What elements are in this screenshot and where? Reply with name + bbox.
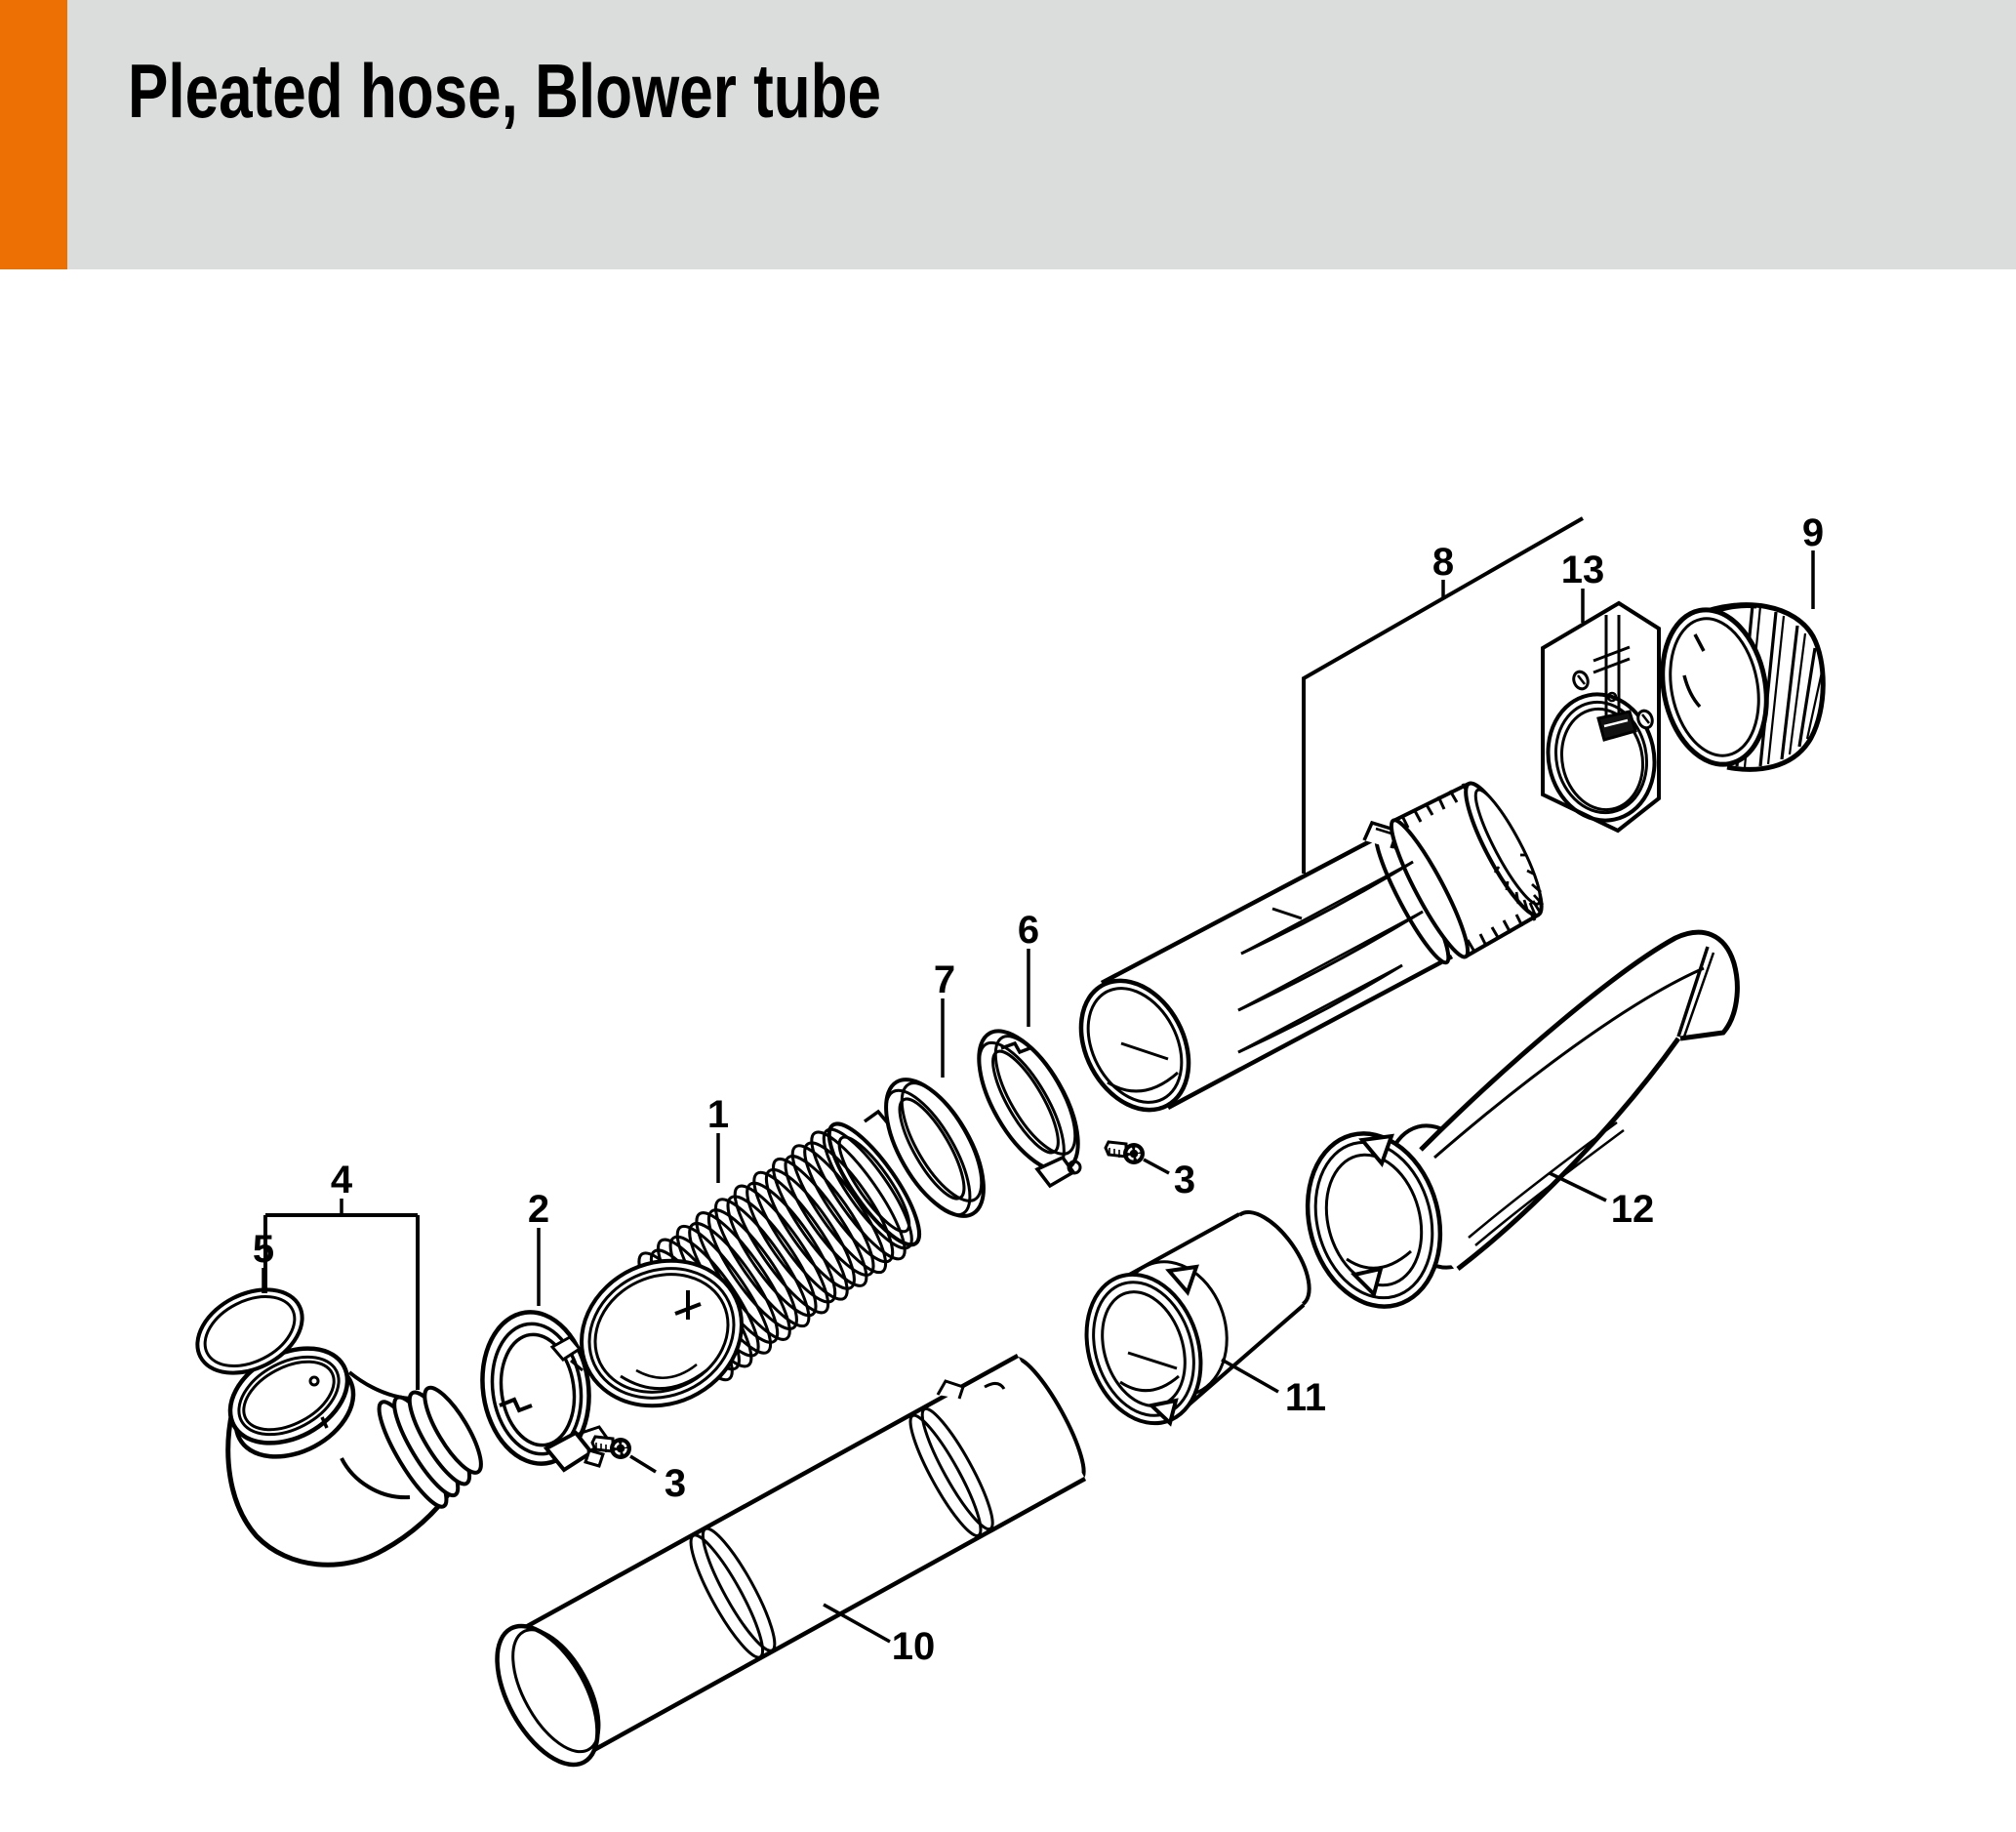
svg-text:11: 11 xyxy=(1285,1376,1326,1419)
svg-text:3: 3 xyxy=(665,1462,686,1505)
svg-text:4: 4 xyxy=(331,1159,353,1201)
svg-text:5: 5 xyxy=(253,1228,274,1271)
svg-text:7: 7 xyxy=(934,958,955,1001)
svg-text:6: 6 xyxy=(1018,909,1039,952)
svg-text:12: 12 xyxy=(1611,1188,1655,1231)
svg-text:8: 8 xyxy=(1432,541,1454,584)
svg-text:2: 2 xyxy=(528,1188,549,1231)
svg-text:10: 10 xyxy=(892,1625,936,1668)
svg-text:1: 1 xyxy=(707,1093,729,1136)
svg-text:3: 3 xyxy=(1174,1159,1195,1201)
svg-text:Pleated hose, Blower tube: Pleated hose, Blower tube xyxy=(128,48,881,134)
svg-text:13: 13 xyxy=(1561,549,1605,591)
svg-text:9: 9 xyxy=(1802,511,1824,554)
